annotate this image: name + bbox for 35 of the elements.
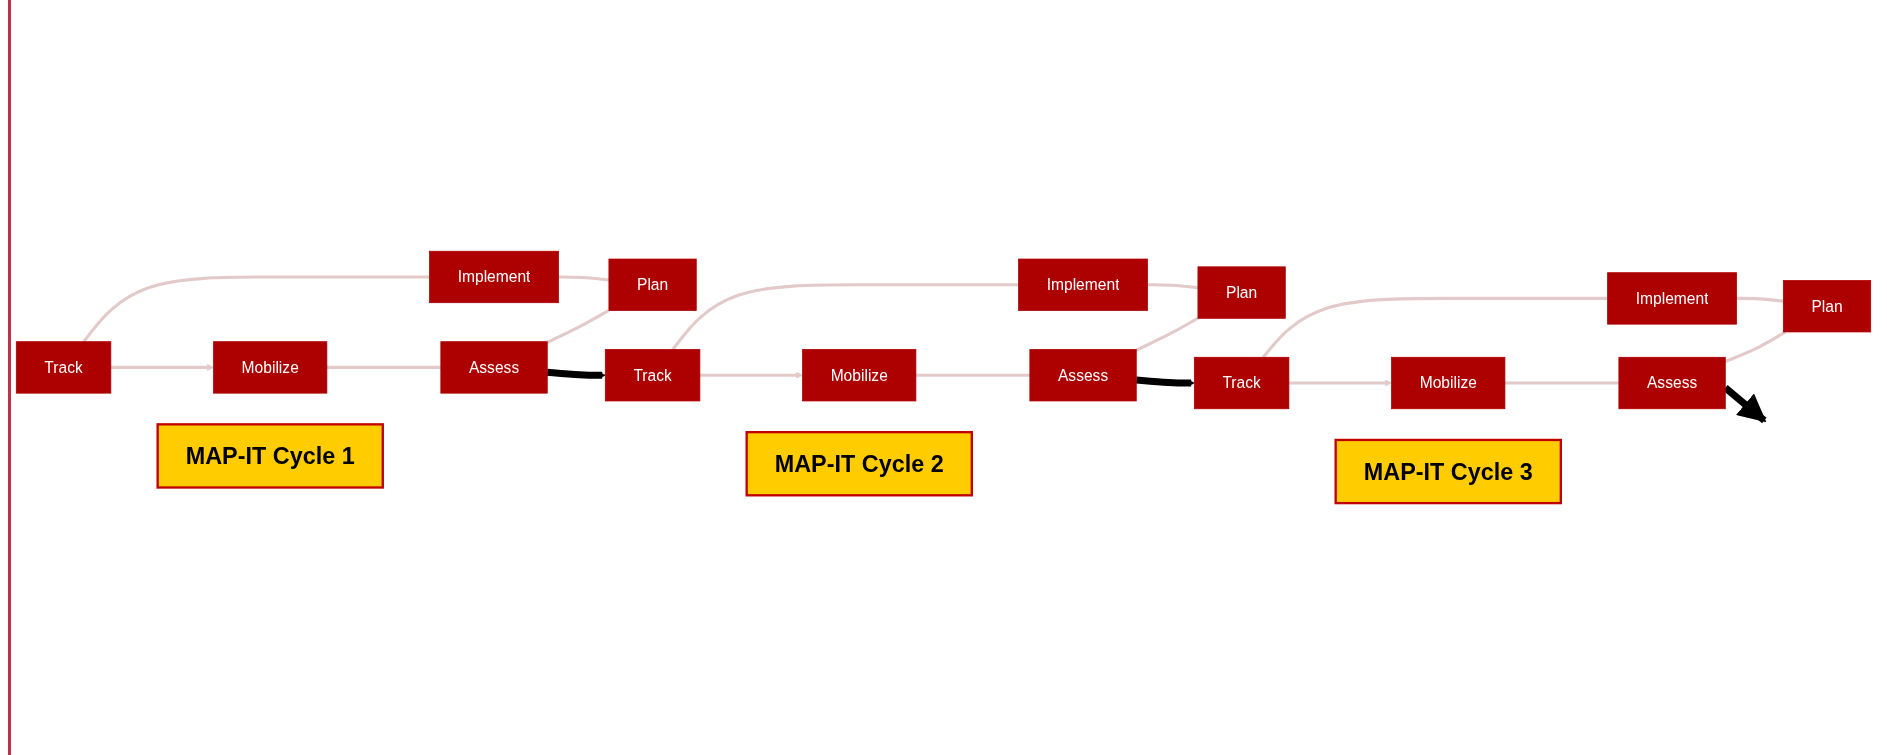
cycle-arc (1147, 283, 1199, 290)
cycle-arc (915, 374, 1030, 378)
step-box: Track (1193, 357, 1290, 410)
cycle-arc (1261, 297, 1608, 359)
cycle-arc (699, 372, 803, 379)
cycle-arc (1288, 379, 1392, 387)
block-arrow (1135, 376, 1195, 387)
step-box: Plan (608, 258, 697, 312)
title-banner: MAP-IT Cycle 3 (1334, 439, 1562, 505)
step-box: Assess (1618, 357, 1726, 410)
step-box: Implement (1607, 272, 1737, 325)
step-box: Mobilize (1391, 357, 1506, 410)
cycle-arc (671, 283, 1019, 351)
step-box: Plan (1782, 280, 1872, 333)
cycle-arc (1736, 297, 1784, 303)
step-box: Implement (429, 251, 559, 304)
step-box: Assess (1029, 349, 1137, 402)
title-banner: MAP-IT Cycle 2 (745, 431, 973, 497)
cycle-arc (110, 364, 214, 372)
step-box: Track (15, 341, 112, 394)
cycle-arc (1135, 317, 1199, 352)
step-box: Track (604, 349, 701, 402)
step-box: Implement (1018, 258, 1148, 312)
step-box: Mobilize (213, 341, 328, 394)
cycle-arc (1724, 330, 1787, 364)
cycle-arc (1504, 381, 1619, 385)
cycle-arc (558, 275, 610, 282)
step-box: Plan (1197, 266, 1286, 319)
step-box: Assess (440, 341, 548, 394)
cycle-arc (82, 275, 430, 343)
step-box: Mobilize (802, 349, 917, 402)
block-arrow (546, 368, 606, 380)
cycle-arc (546, 309, 610, 345)
title-banner: MAP-IT Cycle 1 (156, 423, 384, 489)
cycle-arc (326, 366, 441, 370)
